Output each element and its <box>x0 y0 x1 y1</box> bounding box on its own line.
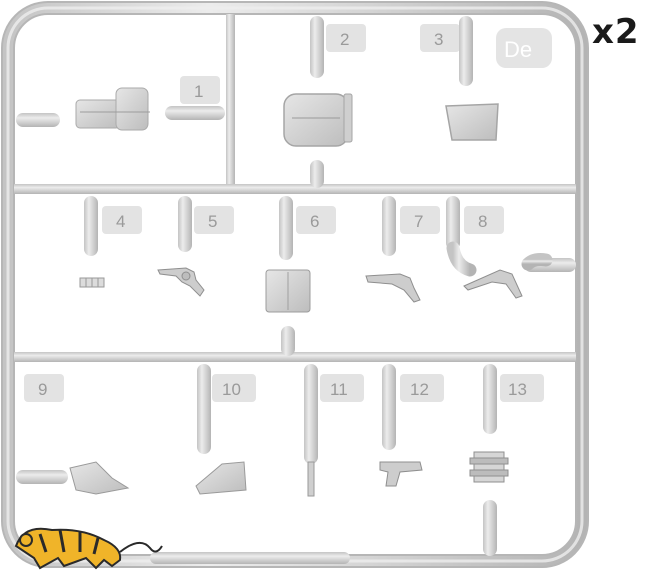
part-2 <box>283 93 353 147</box>
part-1 <box>75 87 150 131</box>
svg-text:4: 4 <box>116 212 125 231</box>
svg-text:8: 8 <box>478 212 487 231</box>
svg-text:1: 1 <box>194 82 203 101</box>
tab-5: 5 <box>194 206 234 234</box>
tab-11: 11 <box>320 374 364 402</box>
svg-text:12: 12 <box>410 380 429 399</box>
tab-4: 4 <box>102 206 142 234</box>
tab-9: 9 <box>24 374 64 402</box>
quantity-label: x2 <box>592 12 640 52</box>
part-12-pistol <box>379 461 423 487</box>
part-6-holster <box>265 269 311 313</box>
part-4 <box>79 277 105 288</box>
runner-lower <box>14 352 576 362</box>
tab-3: 3 <box>420 24 460 52</box>
part-5-revolver <box>157 267 205 297</box>
svg-text:11: 11 <box>330 380 348 399</box>
svg-text:5: 5 <box>208 212 217 231</box>
svg-text:10: 10 <box>222 380 241 399</box>
part-3 <box>445 103 499 141</box>
part-9 <box>69 461 130 495</box>
tab-13: 13 <box>500 374 544 402</box>
svg-text:6: 6 <box>310 212 319 231</box>
tiger-icon <box>14 527 163 570</box>
code-tab <box>496 28 552 68</box>
tab-10: 10 <box>212 374 256 402</box>
gate-stems <box>84 16 497 556</box>
bottom-runner <box>150 552 350 564</box>
part-10 <box>195 461 247 495</box>
svg-text:3: 3 <box>434 30 443 49</box>
part-7-revolver <box>365 273 421 303</box>
runner-upper <box>14 184 576 194</box>
part-13 <box>469 451 509 483</box>
svg-text:9: 9 <box>38 380 47 399</box>
svg-text:2: 2 <box>340 30 349 49</box>
tab-1: 1 <box>180 76 220 104</box>
tab-8: 8 <box>464 206 504 234</box>
tab-12: 12 <box>400 374 444 402</box>
svg-text:7: 7 <box>414 212 423 231</box>
tab-2: 2 <box>326 24 366 52</box>
tab-6: 6 <box>296 206 336 234</box>
svg-text:13: 13 <box>508 380 527 399</box>
part-11 <box>307 461 315 497</box>
divider-top <box>226 14 235 190</box>
tab-7: 7 <box>400 206 440 234</box>
sprue-code: De <box>504 37 532 62</box>
part-8-pistol <box>446 241 553 299</box>
